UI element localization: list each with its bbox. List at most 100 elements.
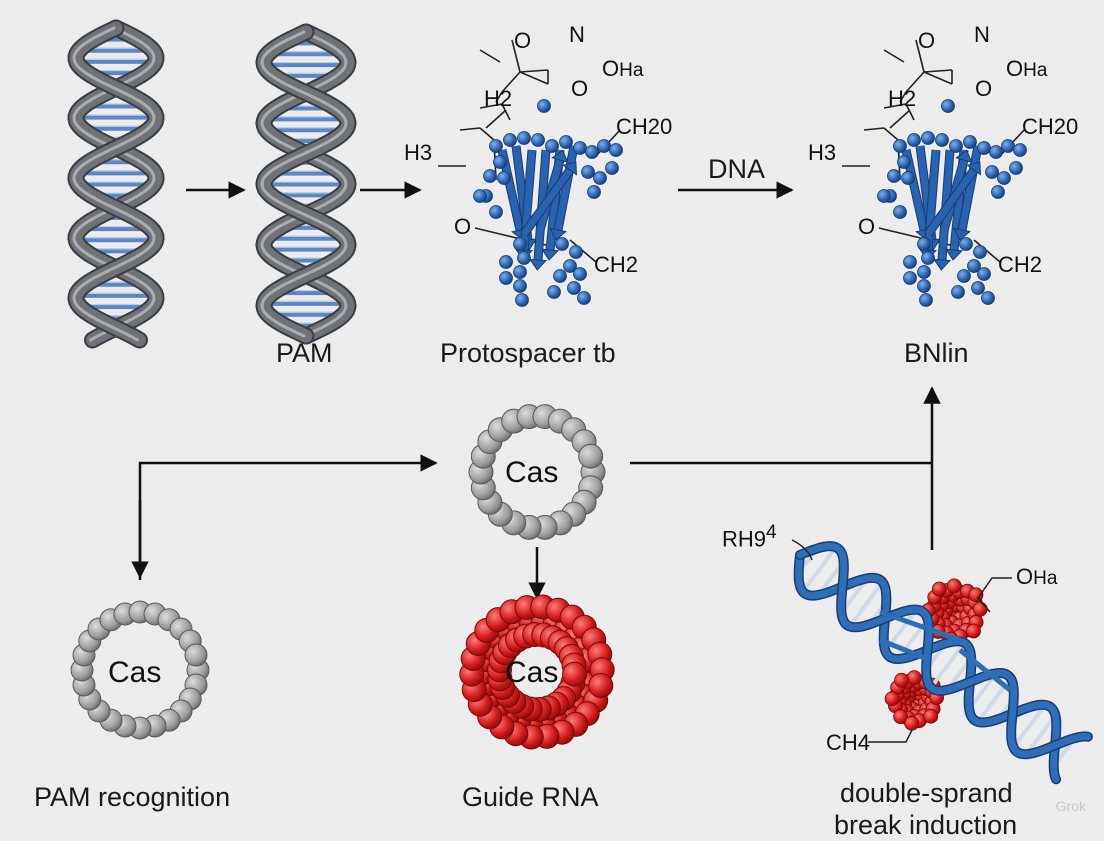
chem-oha-ha: Ha bbox=[1033, 568, 1058, 589]
atom-sphere bbox=[917, 237, 931, 251]
atom-sphere bbox=[917, 265, 931, 279]
atom-sphere bbox=[577, 291, 591, 305]
chem-left-o-ha: OHa bbox=[602, 56, 644, 81]
beta-strand-head bbox=[541, 248, 560, 261]
protein-subunit-sphere bbox=[588, 673, 614, 698]
atom-sphere bbox=[957, 269, 971, 283]
cas-left-label: Cas bbox=[108, 656, 162, 689]
dsb-base-pair bbox=[1011, 703, 1047, 749]
atom-sphere bbox=[877, 189, 891, 203]
atom-sphere bbox=[959, 237, 973, 251]
dsb-strand bbox=[795, 551, 1060, 783]
chemical-bond bbox=[889, 109, 911, 129]
flow-line-to-cas bbox=[138, 454, 438, 580]
atom-sphere bbox=[513, 237, 527, 251]
chemical-bond bbox=[899, 91, 907, 103]
atom-sphere bbox=[513, 279, 527, 293]
atom-sphere bbox=[963, 135, 977, 149]
chemical-bond bbox=[485, 109, 507, 129]
atom-sphere bbox=[985, 165, 999, 179]
backbone-highlight bbox=[260, 30, 348, 338]
atom-sphere bbox=[573, 141, 587, 155]
atom-sphere bbox=[587, 185, 601, 199]
protein-subunit-sphere bbox=[184, 643, 208, 667]
protein-subunit-sphere bbox=[562, 661, 587, 687]
chemical-bond bbox=[495, 91, 503, 103]
label-guide-rna: Guide RNA bbox=[462, 782, 599, 812]
dsb-strand bbox=[796, 542, 1092, 758]
atom-sphere bbox=[517, 131, 531, 145]
red-protein-sphere bbox=[946, 578, 962, 594]
atom-sphere bbox=[1013, 143, 1027, 157]
dsb-base-pair bbox=[801, 546, 838, 593]
chem-right-o-ha: OHa bbox=[1006, 56, 1048, 81]
chemical-bond bbox=[973, 239, 1001, 263]
red-protein-sphere bbox=[966, 623, 981, 639]
atom-sphere bbox=[473, 189, 487, 203]
red-protein-sphere bbox=[972, 601, 988, 617]
atom-sphere bbox=[567, 281, 581, 295]
label-pam: PAM bbox=[276, 338, 333, 368]
atom-sphere bbox=[497, 171, 511, 185]
chemical-bond bbox=[915, 39, 925, 73]
atom-sphere bbox=[919, 293, 933, 307]
chem-left-o-bottom: O bbox=[571, 76, 589, 101]
atom-sphere bbox=[977, 141, 991, 155]
label-dsb-line2: break induction bbox=[834, 810, 1018, 840]
atom-sphere bbox=[951, 285, 965, 299]
dsb-base-pair bbox=[929, 641, 966, 689]
rh9-bond bbox=[791, 539, 813, 561]
atom-sphere bbox=[921, 131, 935, 145]
chemical-bond bbox=[501, 103, 511, 121]
chem-left-h3: H3 bbox=[404, 140, 433, 165]
beta-strand-head bbox=[955, 149, 973, 163]
chem-oha: OHa bbox=[1016, 564, 1058, 589]
atom-sphere bbox=[1009, 161, 1023, 175]
cas-red-label: Cas bbox=[505, 656, 559, 689]
atom-sphere bbox=[499, 271, 513, 285]
beta-strand-head bbox=[933, 258, 952, 271]
atom-sphere bbox=[917, 279, 931, 293]
chemical-bond bbox=[883, 49, 905, 63]
atom-sphere bbox=[949, 139, 963, 153]
chemical-bond bbox=[923, 69, 953, 73]
chemical-bond bbox=[511, 39, 521, 73]
chem-left-o-top: O bbox=[514, 28, 532, 53]
atom-sphere bbox=[569, 245, 583, 259]
atom-sphere bbox=[907, 133, 921, 147]
watermark: Grok bbox=[1055, 798, 1086, 814]
atom-sphere bbox=[547, 285, 561, 299]
chem-left-n-top: N bbox=[569, 22, 585, 47]
red-protein-sphere bbox=[968, 587, 984, 603]
atom-sphere bbox=[901, 171, 915, 185]
red-protein-sphere bbox=[931, 581, 947, 597]
chemical-bond bbox=[479, 49, 501, 63]
label-protospacer: Protospacer tb bbox=[440, 338, 616, 368]
atom-sphere bbox=[609, 143, 623, 157]
atom-sphere bbox=[981, 291, 995, 305]
chemical-bond bbox=[519, 71, 549, 85]
atom-sphere bbox=[997, 171, 1011, 185]
cas-ring-center bbox=[468, 404, 606, 540]
beta-strand bbox=[554, 145, 578, 231]
atom-sphere bbox=[977, 267, 991, 281]
chemical-bond bbox=[883, 127, 899, 141]
protein-structure-right bbox=[842, 39, 1027, 307]
atom-sphere bbox=[991, 185, 1005, 199]
protein-subunit-sphere bbox=[578, 443, 604, 469]
beta-strand-head bbox=[549, 227, 567, 241]
red-protein-sphere bbox=[904, 715, 920, 731]
protein-structure-left bbox=[438, 39, 623, 307]
beta-strand-head bbox=[562, 161, 578, 176]
atom-sphere bbox=[903, 271, 917, 285]
chemical-bond bbox=[479, 103, 503, 109]
atom-sphere bbox=[593, 171, 607, 185]
dsb-base-pair bbox=[1024, 714, 1057, 756]
chemical-bond bbox=[569, 239, 597, 263]
atom-sphere bbox=[537, 99, 551, 113]
chemical-bond bbox=[923, 71, 953, 85]
ch4-bond bbox=[868, 729, 913, 743]
dsb-inner-strand bbox=[879, 609, 961, 643]
